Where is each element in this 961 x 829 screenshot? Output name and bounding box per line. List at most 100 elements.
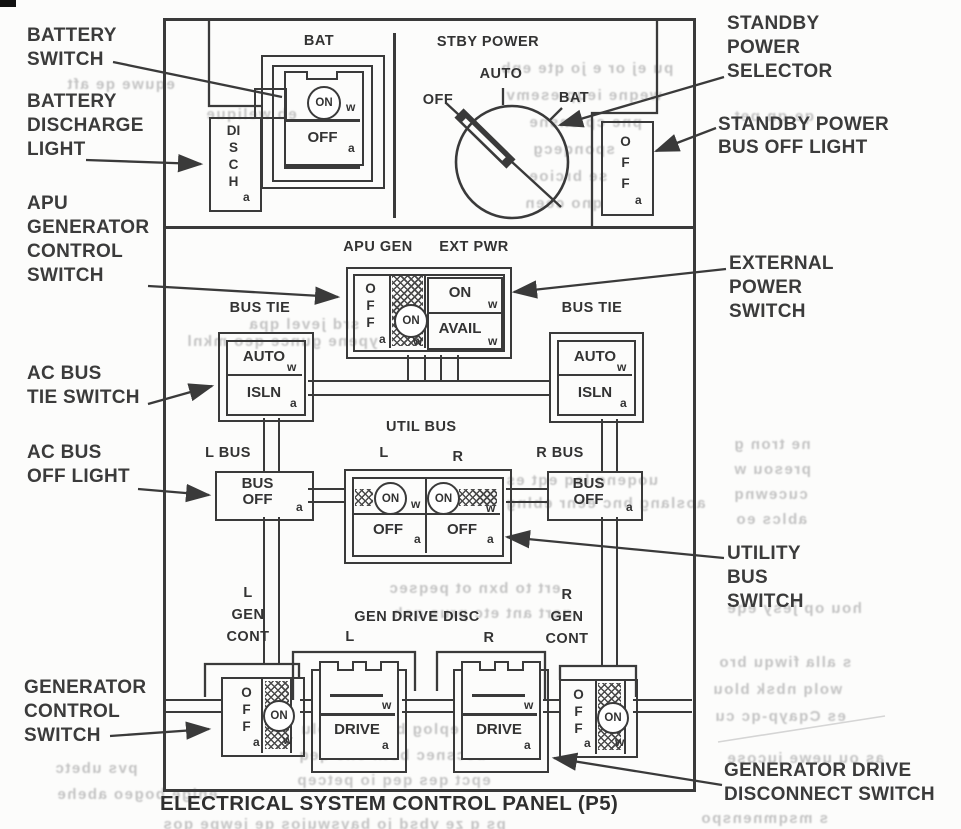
- amber-light-indicator: a: [253, 735, 260, 749]
- callout-line: GENERATOR DRIVE: [724, 760, 912, 781]
- ext-pwr-avail-cell[interactable]: [427, 312, 503, 350]
- callout-line: BATTERY: [27, 91, 117, 112]
- gen-cont-right-cont: CONT: [545, 631, 589, 647]
- bus-tie-left-auto: AUTO: [242, 348, 286, 365]
- callout-standby-power-selector: STANDBY POWER SELECTOR: [727, 12, 833, 84]
- white-light-indicator: w: [283, 733, 293, 747]
- callout-line: AC BUS: [27, 442, 102, 463]
- utility-bus-switch-inner: [352, 477, 504, 557]
- callout-line: OFF LIGHT: [27, 466, 130, 487]
- util-bus-l-label: L: [379, 445, 389, 461]
- callout-line: AC BUS: [27, 363, 102, 384]
- ext-pwr-on-label: ON: [448, 284, 472, 301]
- amber-light-indicator: a: [414, 532, 421, 546]
- callout-generator-control-switch: GENERATOR CONTROL SWITCH: [24, 676, 146, 748]
- gen-right-off-label: OFF: [573, 687, 584, 736]
- gen-bus-segment: [633, 699, 692, 713]
- bus-tie-drop-left: [263, 418, 280, 472]
- r-bus-label: R BUS: [536, 445, 584, 461]
- utility-bus-switch-right[interactable]: ON: [427, 482, 460, 515]
- ext-pwr-avail-label: AVAIL: [438, 320, 482, 337]
- drive-left-handle: [330, 694, 383, 697]
- gen-right-on-position[interactable]: ON: [597, 702, 629, 734]
- white-light-indicator: w: [413, 334, 423, 348]
- callout-battery-switch: BATTERY SWITCH: [27, 24, 117, 72]
- callout-line: SWITCH: [24, 725, 101, 746]
- gen-cont-left-cont: CONT: [226, 629, 270, 645]
- gen-drive-l-label: L: [345, 629, 355, 645]
- callout-line: DISCHARGE: [27, 115, 144, 136]
- ac-bus-off-light-right[interactable]: [547, 471, 643, 521]
- callout-line: SWITCH: [729, 301, 806, 322]
- callout-line: POWER: [729, 277, 803, 298]
- callout-generator-drive-disconnect-switch: GENERATOR DRIVE DISCONNECT SWITCH: [724, 759, 935, 807]
- bus-off-label: BUS OFF: [561, 476, 616, 508]
- callout-line: UTILITY: [727, 543, 801, 564]
- callout-ac-bus-off-light: AC BUS OFF LIGHT: [27, 441, 130, 489]
- apu-gen-off-label: OFF: [365, 281, 376, 330]
- util-bus-title: UTIL BUS: [386, 419, 457, 435]
- bleed-through-text: pvs ubetc: [54, 760, 138, 777]
- gen-cont-right-r: R: [561, 587, 573, 603]
- bus-tie-right-switch[interactable]: [549, 332, 644, 423]
- bus-tie-left-isln: ISLN: [246, 384, 282, 401]
- ext-pwr-title: EXT PWR: [439, 239, 509, 255]
- bleed-through-text: s msqmnenspo: [700, 810, 829, 827]
- bleed-through-text: es Cqayp-qc cu: [714, 708, 846, 725]
- apu-generator-control-switch[interactable]: ON: [394, 304, 428, 338]
- bleed-through-text: wolq nbsk blou: [712, 681, 843, 698]
- bus-tie-drop-right: [601, 419, 618, 472]
- bus-tie-right-inner: [557, 340, 636, 416]
- battery-switch-on-position[interactable]: ON: [307, 86, 341, 120]
- bus-tie-right-auto: AUTO: [573, 348, 617, 365]
- battery-discharge-light[interactable]: [209, 117, 262, 212]
- utility-bus-switch-left[interactable]: ON: [374, 482, 407, 515]
- gen-cont-left-l: L: [243, 585, 253, 601]
- battery-switch-divider: [284, 119, 360, 122]
- callout-line: SELECTOR: [727, 61, 833, 82]
- gen-left-divider: [261, 677, 263, 753]
- bus-tie-left-title: BUS TIE: [229, 300, 291, 316]
- bus-tie-left-divider: [226, 374, 302, 376]
- amber-light-indicator: a: [379, 332, 386, 346]
- utility-l-track: [355, 489, 373, 506]
- callout-ac-bus-tie-switch: AC BUS TIE SWITCH: [27, 362, 140, 410]
- utility-bus-switch-cluster: [344, 469, 512, 564]
- ext-bus-drop: [440, 355, 459, 382]
- callout-line: SWITCH: [27, 265, 104, 286]
- drive-right-divider: [461, 713, 537, 716]
- white-light-indicator: w: [411, 497, 421, 511]
- drive-right-notch: [479, 661, 496, 671]
- utility-l-off-label: OFF: [373, 521, 403, 538]
- battery-switch-guard-inner: [272, 65, 373, 182]
- figure-caption: ELECTRICAL SYSTEM CONTROL PANEL (P5): [160, 792, 619, 815]
- white-light-indicator: w: [488, 297, 498, 311]
- callout-line: POWER: [727, 37, 801, 58]
- white-light-indicator: w: [486, 501, 496, 515]
- callout-line: CONTROL: [24, 701, 121, 722]
- callout-line: SWITCH: [27, 49, 104, 70]
- callout-line: STANDBY POWER: [718, 114, 890, 135]
- drive-right-label: DRIVE: [476, 721, 522, 738]
- bus-tie-left-switch[interactable]: [218, 332, 314, 422]
- battery-switch-notch: [306, 71, 338, 80]
- gen-bus-segment: [402, 699, 454, 713]
- gen-left-on-position[interactable]: ON: [263, 700, 295, 732]
- stby-position-bat: BAT: [558, 90, 590, 106]
- bleed-through-text: cucewnq: [733, 486, 808, 503]
- bat-section-title: BAT: [303, 33, 335, 49]
- battery-switch-off-label[interactable]: OFF: [307, 129, 338, 146]
- bus-off-line2: OFF: [573, 491, 604, 508]
- battery-switch-guard-outer: [261, 55, 385, 189]
- apu-bus-drop: [407, 355, 426, 382]
- bleed-through-text: ne tron g: [733, 436, 811, 453]
- bus-tie-right-isln: ISLN: [577, 384, 613, 401]
- apu-ext-switch-inner: [353, 274, 505, 352]
- white-light-indicator: w: [287, 360, 297, 374]
- white-light-indicator: w: [615, 735, 625, 749]
- amber-light-indicator: a: [524, 738, 531, 752]
- section-divider-horizontal: [163, 226, 693, 229]
- apu-gen-title: APU GEN: [343, 239, 413, 255]
- white-light-indicator: w: [382, 698, 392, 712]
